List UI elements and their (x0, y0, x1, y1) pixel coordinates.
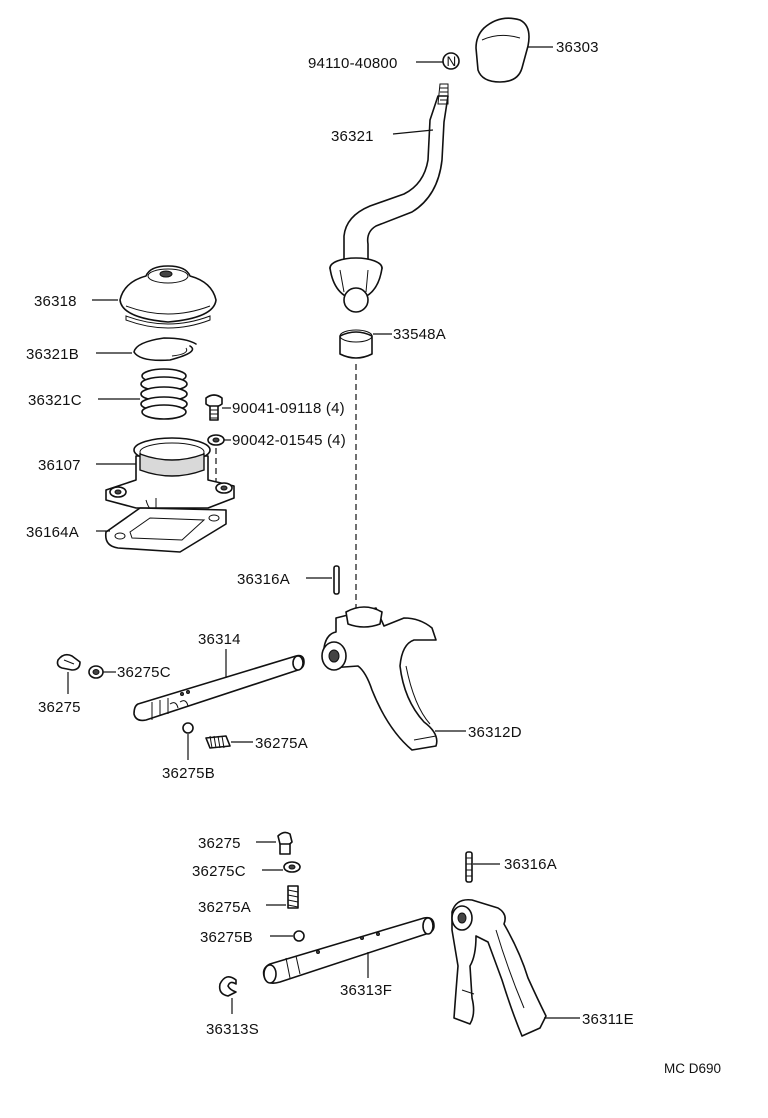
label-36312d: 36312D (468, 724, 522, 741)
plug-bolt-upper-part (56, 653, 81, 671)
label-36303: 36303 (556, 39, 599, 56)
label-90041-09118: 90041-09118 (4) (232, 400, 345, 417)
coil-spring-part (140, 368, 188, 420)
shift-fork-lower-part (451, 898, 547, 1037)
label-36275-bottom: 36275 (198, 835, 241, 852)
plug-bolt-lower-part (277, 831, 293, 855)
detent-ball-lower-part (293, 930, 305, 942)
seal-washer-lower-part (283, 861, 301, 873)
label-94110-40800: 94110-40800 (308, 55, 398, 72)
shift-shaft-upper-part (133, 654, 305, 722)
label-33548a: 33548A (393, 326, 446, 343)
bolt-part (205, 394, 223, 421)
shift-shaft-lower-part (262, 916, 435, 984)
label-36311e: 36311E (582, 1011, 634, 1028)
shift-fork-upper-part (321, 606, 438, 751)
diagram-reference-code: MC D690 (664, 1061, 721, 1076)
detent-spring-lower-part (287, 885, 299, 909)
detent-spring-upper-part (205, 735, 231, 749)
label-36321c: 36321C (28, 392, 82, 409)
label-36107: 36107 (38, 457, 81, 474)
e-clip-part (218, 976, 237, 997)
label-36321: 36321 (331, 128, 374, 145)
slotted-pin-lower-part (465, 851, 473, 883)
label-36164a: 36164A (26, 524, 79, 541)
gasket-part (104, 507, 227, 553)
label-36275b-top: 36275B (162, 765, 215, 782)
label-36275a-top: 36275A (255, 735, 308, 752)
label-36313f: 36313F (340, 982, 392, 999)
detent-ball-upper-part (182, 722, 194, 734)
label-36275-top: 36275 (38, 699, 81, 716)
label-36318: 36318 (34, 293, 77, 310)
slotted-pin-part (333, 565, 340, 595)
label-36275a-bottom: 36275A (198, 899, 251, 916)
nut-icon: N (447, 54, 457, 69)
shift-boot-part (119, 265, 217, 329)
label-36275c-top: 36275C (117, 664, 171, 681)
shift-knob-part (475, 17, 530, 83)
label-36321b: 36321B (26, 346, 79, 363)
label-36275b-bottom: 36275B (200, 929, 253, 946)
label-36314: 36314 (198, 631, 241, 648)
label-36275c-bottom: 36275C (192, 863, 246, 880)
lever-housing-part (105, 437, 235, 511)
nut-part: N (442, 52, 460, 70)
label-36313s: 36313S (206, 1021, 259, 1038)
snap-ring-part (133, 337, 197, 362)
label-36316a-bottom: 36316A (504, 856, 557, 873)
washer-part (207, 434, 225, 446)
label-90042-01545: 90042-01545 (4) (232, 432, 346, 449)
label-36316a-top: 36316A (237, 571, 290, 588)
seal-washer-upper-part (88, 665, 104, 679)
bushing-part (339, 329, 373, 359)
shift-lever-part (329, 83, 449, 313)
